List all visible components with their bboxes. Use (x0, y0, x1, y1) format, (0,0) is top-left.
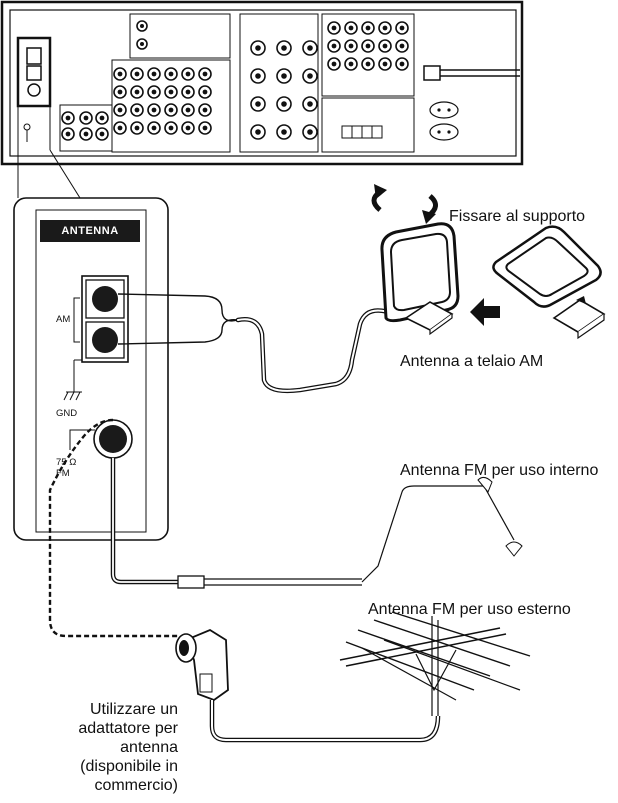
receiver-rear-panel (0, 0, 524, 166)
am-lead-wires (117, 293, 391, 394)
fm-indoor-antenna (110, 458, 523, 589)
adapter-note: Utilizzare un adattatore per antenna (di… (78, 701, 178, 794)
am-loop-antenna (371, 184, 460, 336)
am-loop-antenna-label: Antenna a telaio AM (400, 353, 544, 370)
fm-terminal-label: FM (56, 468, 70, 479)
fm-impedance-label: 75 Ω (56, 457, 77, 468)
rca-jacks (61, 20, 409, 141)
am-loop-parts (492, 225, 606, 340)
fm-outdoor-antenna-label: Antenna FM per uso esterno (368, 601, 571, 618)
am-terminals[interactable] (81, 275, 129, 363)
antenna-adapter (175, 628, 441, 743)
fm-indoor-antenna-label: Antenna FM per uso interno (400, 462, 599, 479)
fm-jack[interactable] (93, 419, 133, 459)
antenna-panel-closeup (13, 197, 169, 541)
fix-to-support-label: Fissare al supporto (449, 208, 586, 225)
gnd-label: GND (56, 408, 78, 419)
am-terminal-label: AM (56, 314, 71, 325)
antenna-panel-header: ANTENNA (40, 220, 140, 242)
fm-outdoor-antenna (339, 611, 531, 716)
assembly-arrow (470, 298, 500, 326)
fm-adapter-connection-dashed (48, 418, 178, 638)
